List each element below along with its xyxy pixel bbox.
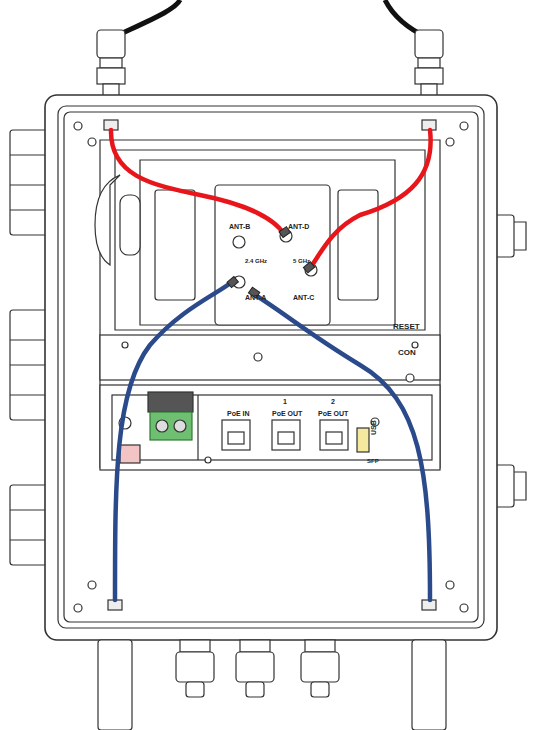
button-label: RESET [393,323,420,331]
connector-label: ANT-B [229,223,250,230]
led-label: CON [398,349,416,357]
port-label: PoE OUT [318,410,348,417]
connector-label: ANT-C [293,294,314,301]
port-label: PoE OUT [272,410,302,417]
port-label: 2 [331,398,335,405]
port-label: PoE IN [227,410,250,417]
band-label: 5 GHz [293,258,310,264]
connector-label: ANT-A [245,294,266,301]
band-label: 2.4 GHz [245,258,267,264]
port-number: 1 [283,398,287,405]
port-label: USB [370,420,377,435]
connector-label: ANT-D [288,223,309,230]
port-label: SFP [367,458,379,464]
